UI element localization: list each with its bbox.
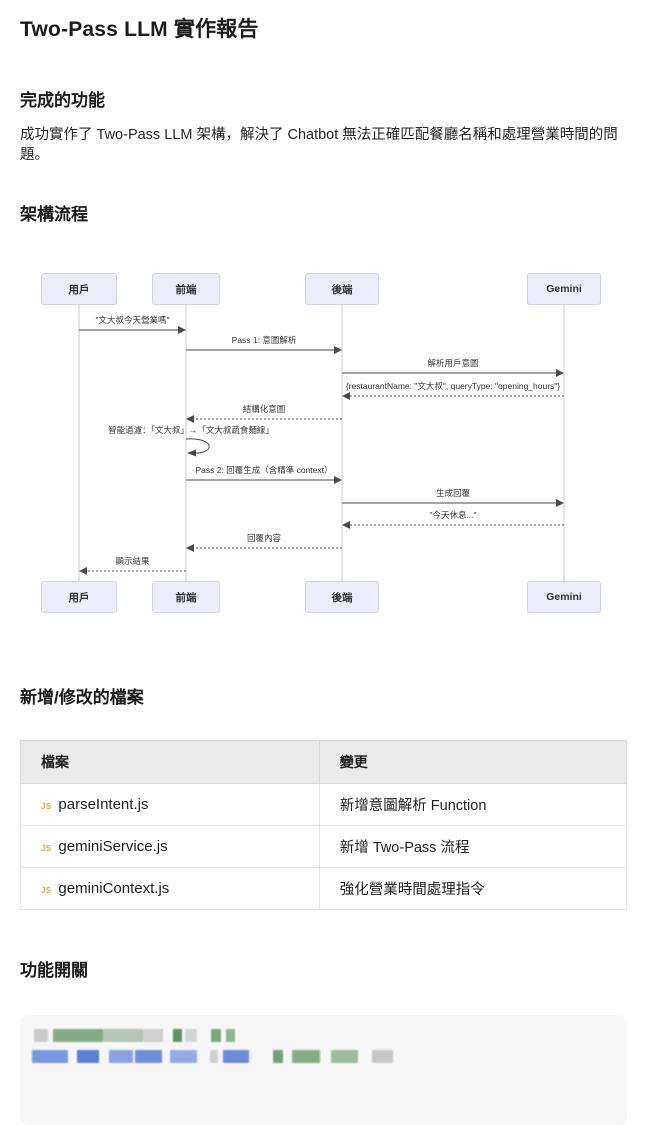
message-label: 解析用戶意圖 — [427, 358, 479, 369]
message-label: 智能過濾：「文大叔」→「文大叔蔬食麵線」 — [108, 425, 274, 436]
table-row: JS parseIntent.js 新增意圖解析 Function — [20, 783, 628, 827]
actor-box-frontend-bottom: 前端 — [152, 581, 220, 614]
redacted-segment — [372, 1050, 393, 1064]
page-title: Two-Pass LLM 實作報告 — [20, 18, 259, 41]
redacted-segment — [273, 1050, 283, 1064]
file-name: parseIntent.js — [58, 796, 149, 814]
redacted-segment — [226, 1029, 235, 1043]
section-heading-files: 新增/修改的檔案 — [20, 688, 144, 708]
files-table-header-file: 檔案 — [20, 740, 320, 785]
file-name: geminiContext.js — [58, 880, 170, 898]
redacted-segment — [135, 1050, 162, 1064]
section-heading-features: 完成的功能 — [20, 91, 105, 110]
actor-box-backend-top: 後端 — [305, 273, 379, 306]
javascript-file-icon: JS — [41, 802, 52, 812]
message-label: "文大叔今天營業嗎" — [95, 315, 170, 326]
file-name: geminiService.js — [58, 838, 168, 856]
table-row: JS geminiContext.js 強化營業時間處理指令 — [20, 867, 628, 911]
section-heading-toggle: 功能開關 — [20, 961, 88, 981]
diagram-canvas — [78, 305, 565, 584]
actor-box-user-bottom: 用戶 — [41, 581, 117, 614]
actor-box-gemini-top: Gemini — [527, 273, 601, 306]
files-table-header-row: 檔案 變更 — [20, 740, 628, 785]
message-label: Pass 2: 回覆生成（含精準 context） — [195, 465, 333, 476]
message-label: {restaurantName: "文大叔", queryType: "open… — [345, 381, 561, 392]
actor-box-frontend-top: 前端 — [152, 273, 220, 306]
section-heading-flow: 架構流程 — [20, 205, 88, 225]
change-cell: 新增 Two-Pass 流程 — [318, 825, 628, 869]
javascript-file-icon: JS — [41, 886, 52, 896]
files-table-header-change: 變更 — [318, 740, 628, 785]
redacted-segment — [210, 1050, 218, 1064]
javascript-file-icon: JS — [41, 844, 52, 854]
redacted-segment — [185, 1029, 197, 1043]
redacted-segment — [292, 1050, 320, 1064]
change-cell: 強化營業時間處理指令 — [318, 867, 628, 911]
redacted-segment — [211, 1029, 221, 1043]
redacted-segment — [109, 1050, 133, 1064]
change-cell: 新增意圖解析 Function — [318, 783, 628, 827]
feature-toggle-code-block — [20, 1015, 627, 1125]
report-page: Two-Pass LLM 實作報告 完成的功能 成功實作了 Two-Pass L… — [0, 13, 645, 1125]
redacted-segment — [223, 1050, 249, 1064]
message-label: 顯示結果 — [115, 556, 150, 567]
message-label: 結構化意圖 — [242, 404, 286, 415]
message-label: 回覆內容 — [246, 533, 282, 544]
actor-box-gemini-bottom: Gemini — [527, 581, 601, 614]
message-label: Pass 1: 意圖解析 — [231, 335, 297, 346]
actor-box-user-top: 用戶 — [41, 273, 117, 306]
redacted-segment — [34, 1029, 48, 1043]
message-label: 生成回覆 — [435, 488, 471, 499]
redacted-segment — [53, 1029, 103, 1043]
actor-box-backend-bottom: 後端 — [305, 581, 379, 614]
features-paragraph: 成功實作了 Two-Pass LLM 架構，解決了 Chatbot 無法正確匹配… — [20, 127, 618, 163]
redacted-segment — [77, 1050, 99, 1064]
redacted-segment — [143, 1029, 163, 1043]
redacted-segment — [173, 1029, 182, 1043]
message-label: "今天休息..." — [429, 510, 477, 521]
file-cell: JS geminiService.js — [20, 825, 320, 869]
redacted-segment — [331, 1050, 358, 1064]
redacted-segment — [103, 1029, 143, 1043]
redacted-segment — [32, 1050, 68, 1064]
redacted-segment — [170, 1050, 197, 1064]
redacted-code-line — [32, 1050, 615, 1064]
file-cell: JS parseIntent.js — [20, 783, 320, 827]
redacted-code-line — [32, 1029, 615, 1043]
file-cell: JS geminiContext.js — [20, 867, 320, 911]
table-row: JS geminiService.js 新增 Two-Pass 流程 — [20, 825, 628, 869]
